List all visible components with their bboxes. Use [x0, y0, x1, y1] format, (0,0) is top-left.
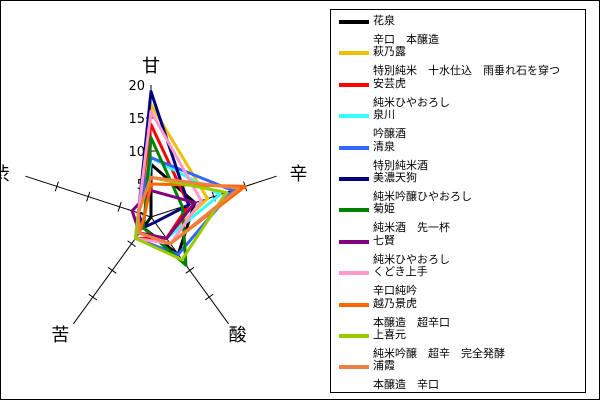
axis-tick	[86, 191, 91, 202]
series-point	[206, 197, 209, 201]
series-polygon-8	[130, 189, 197, 240]
series-point	[187, 203, 191, 207]
legend-series-subtitle: 辛口純吟	[373, 284, 417, 298]
series-point	[149, 175, 153, 179]
legend-series-subtitle: 特別純米酒	[373, 158, 428, 172]
axis-label-3: 酸	[229, 325, 247, 346]
series-point	[137, 231, 141, 235]
legend-entry-7: 菊姫純米酒 先一杯	[337, 202, 585, 242]
legend-entry-1: 花泉辛口 本醸造	[337, 14, 585, 54]
legend-series-subtitle: 純米ひやおろし	[373, 95, 450, 109]
legend-series-subtitle: 純米吟醸 超辛 完全発酵	[373, 347, 505, 360]
series-polygon-7	[141, 136, 188, 267]
legend: 花泉辛口 本醸造萩乃露特別純米 十水仕込 雨垂れ石を穿つ安芸虎純米ひやおろし泉川…	[330, 9, 586, 393]
series-point	[149, 136, 153, 140]
legend-series-name: 菊姫	[373, 202, 395, 216]
series-point	[224, 191, 228, 194]
axis-label-4: 苦	[51, 325, 69, 346]
axis-tick	[88, 293, 98, 301]
legend-swatch	[339, 177, 369, 181]
radial-tick-label: 10	[128, 145, 145, 160]
series-point	[180, 205, 184, 209]
legend-entry-4: 泉川吟醸酒	[337, 108, 585, 148]
legend-series-subtitle: 吟醸酒	[373, 127, 406, 141]
legend-swatch	[339, 334, 369, 338]
series-point	[243, 184, 247, 188]
legend-series-name: 上喜元	[373, 328, 406, 341]
legend-series-name: 越乃景虎	[373, 296, 417, 310]
legend-entry-11: 上喜元純米吟醸 超辛 完全発酵	[337, 328, 585, 368]
radial-tick-label: 15	[128, 112, 145, 127]
legend-series-name: くどき上手	[373, 265, 428, 279]
legend-series-subtitle: 純米吟醸ひやおろし	[373, 190, 472, 203]
legend-series-name: 安芸虎	[373, 76, 406, 90]
legend-swatch	[339, 271, 369, 276]
legend-entry-2: 萩乃露特別純米 十水仕込 雨垂れ石を穿つ	[337, 45, 585, 85]
legend-swatch	[339, 51, 369, 56]
legend-swatch	[339, 302, 369, 307]
legend-series-subtitle: 本醸造 超辛口	[373, 315, 450, 329]
series-point	[180, 258, 184, 262]
axis-tick	[127, 240, 136, 248]
series-point	[149, 90, 153, 94]
legend-series-subtitle: 純米酒 先一杯	[373, 221, 450, 235]
legend-series-name: 美濃天狗	[373, 171, 417, 184]
legend-series-name: 泉川	[373, 108, 395, 122]
series-point	[193, 201, 197, 205]
legend-swatch	[339, 239, 369, 244]
axis-tick	[185, 267, 195, 274]
axis-label-2: 辛	[290, 164, 308, 185]
series-point	[165, 236, 168, 240]
legend-series-subtitle: 本醸造 辛口	[373, 378, 439, 392]
series-point	[136, 211, 140, 215]
radial-tick-label: 20	[128, 79, 145, 94]
series-point	[168, 242, 172, 246]
legend-swatch	[339, 145, 369, 150]
legend-series-name: 七賢	[373, 233, 395, 247]
series-point	[134, 236, 137, 240]
axis-tick	[54, 181, 59, 192]
axis-tick	[107, 267, 117, 274]
axis-label-1: 甘	[142, 56, 160, 77]
legend-entry-10: 越乃景虎本醸造 超辛口	[337, 297, 585, 337]
legend-entry-12: 浦霞本醸造 辛口	[337, 359, 585, 399]
legend-series-name: 清泉	[373, 139, 395, 153]
legend-entry-6: 美濃天狗純米吟醸ひやおろし	[337, 171, 585, 211]
series-point	[153, 220, 157, 224]
legend-entry-5: 清泉特別純米酒	[337, 140, 585, 180]
series-point	[149, 215, 153, 219]
legend-series-name: 萩乃露	[373, 45, 406, 59]
axis-tick	[204, 293, 214, 301]
legend-swatch	[339, 365, 369, 370]
legend-entry-9: くどき上手辛口純吟	[337, 265, 585, 305]
legend-entry-3: 安芸虎純米ひやおろし	[337, 77, 585, 117]
series-point	[218, 193, 222, 197]
legend-swatch	[339, 20, 369, 24]
legend-swatch	[339, 114, 369, 119]
legend-swatch	[339, 208, 369, 213]
series-point	[184, 263, 188, 267]
series-point	[176, 252, 180, 256]
axis-label-5: 渋	[0, 164, 9, 185]
series-point	[130, 209, 134, 213]
axis-tick	[117, 201, 122, 212]
series-point	[143, 213, 147, 217]
series-point	[237, 186, 241, 190]
legend-series-name: 花泉	[373, 14, 395, 27]
series-point	[149, 109, 153, 113]
legend-series-subtitle: 純米ひやおろし	[373, 252, 450, 266]
series-polygon-12	[136, 175, 241, 246]
legend-series-name: 浦霞	[373, 359, 395, 373]
legend-series-subtitle: 辛口 本醸造	[373, 33, 439, 46]
legend-series-subtitle: 特別純米 十水仕込 雨垂れ石を穿つ	[373, 64, 560, 78]
series-point	[199, 199, 203, 203]
legend-swatch	[339, 82, 369, 87]
legend-entry-8: 七賢純米ひやおろし	[337, 234, 585, 274]
